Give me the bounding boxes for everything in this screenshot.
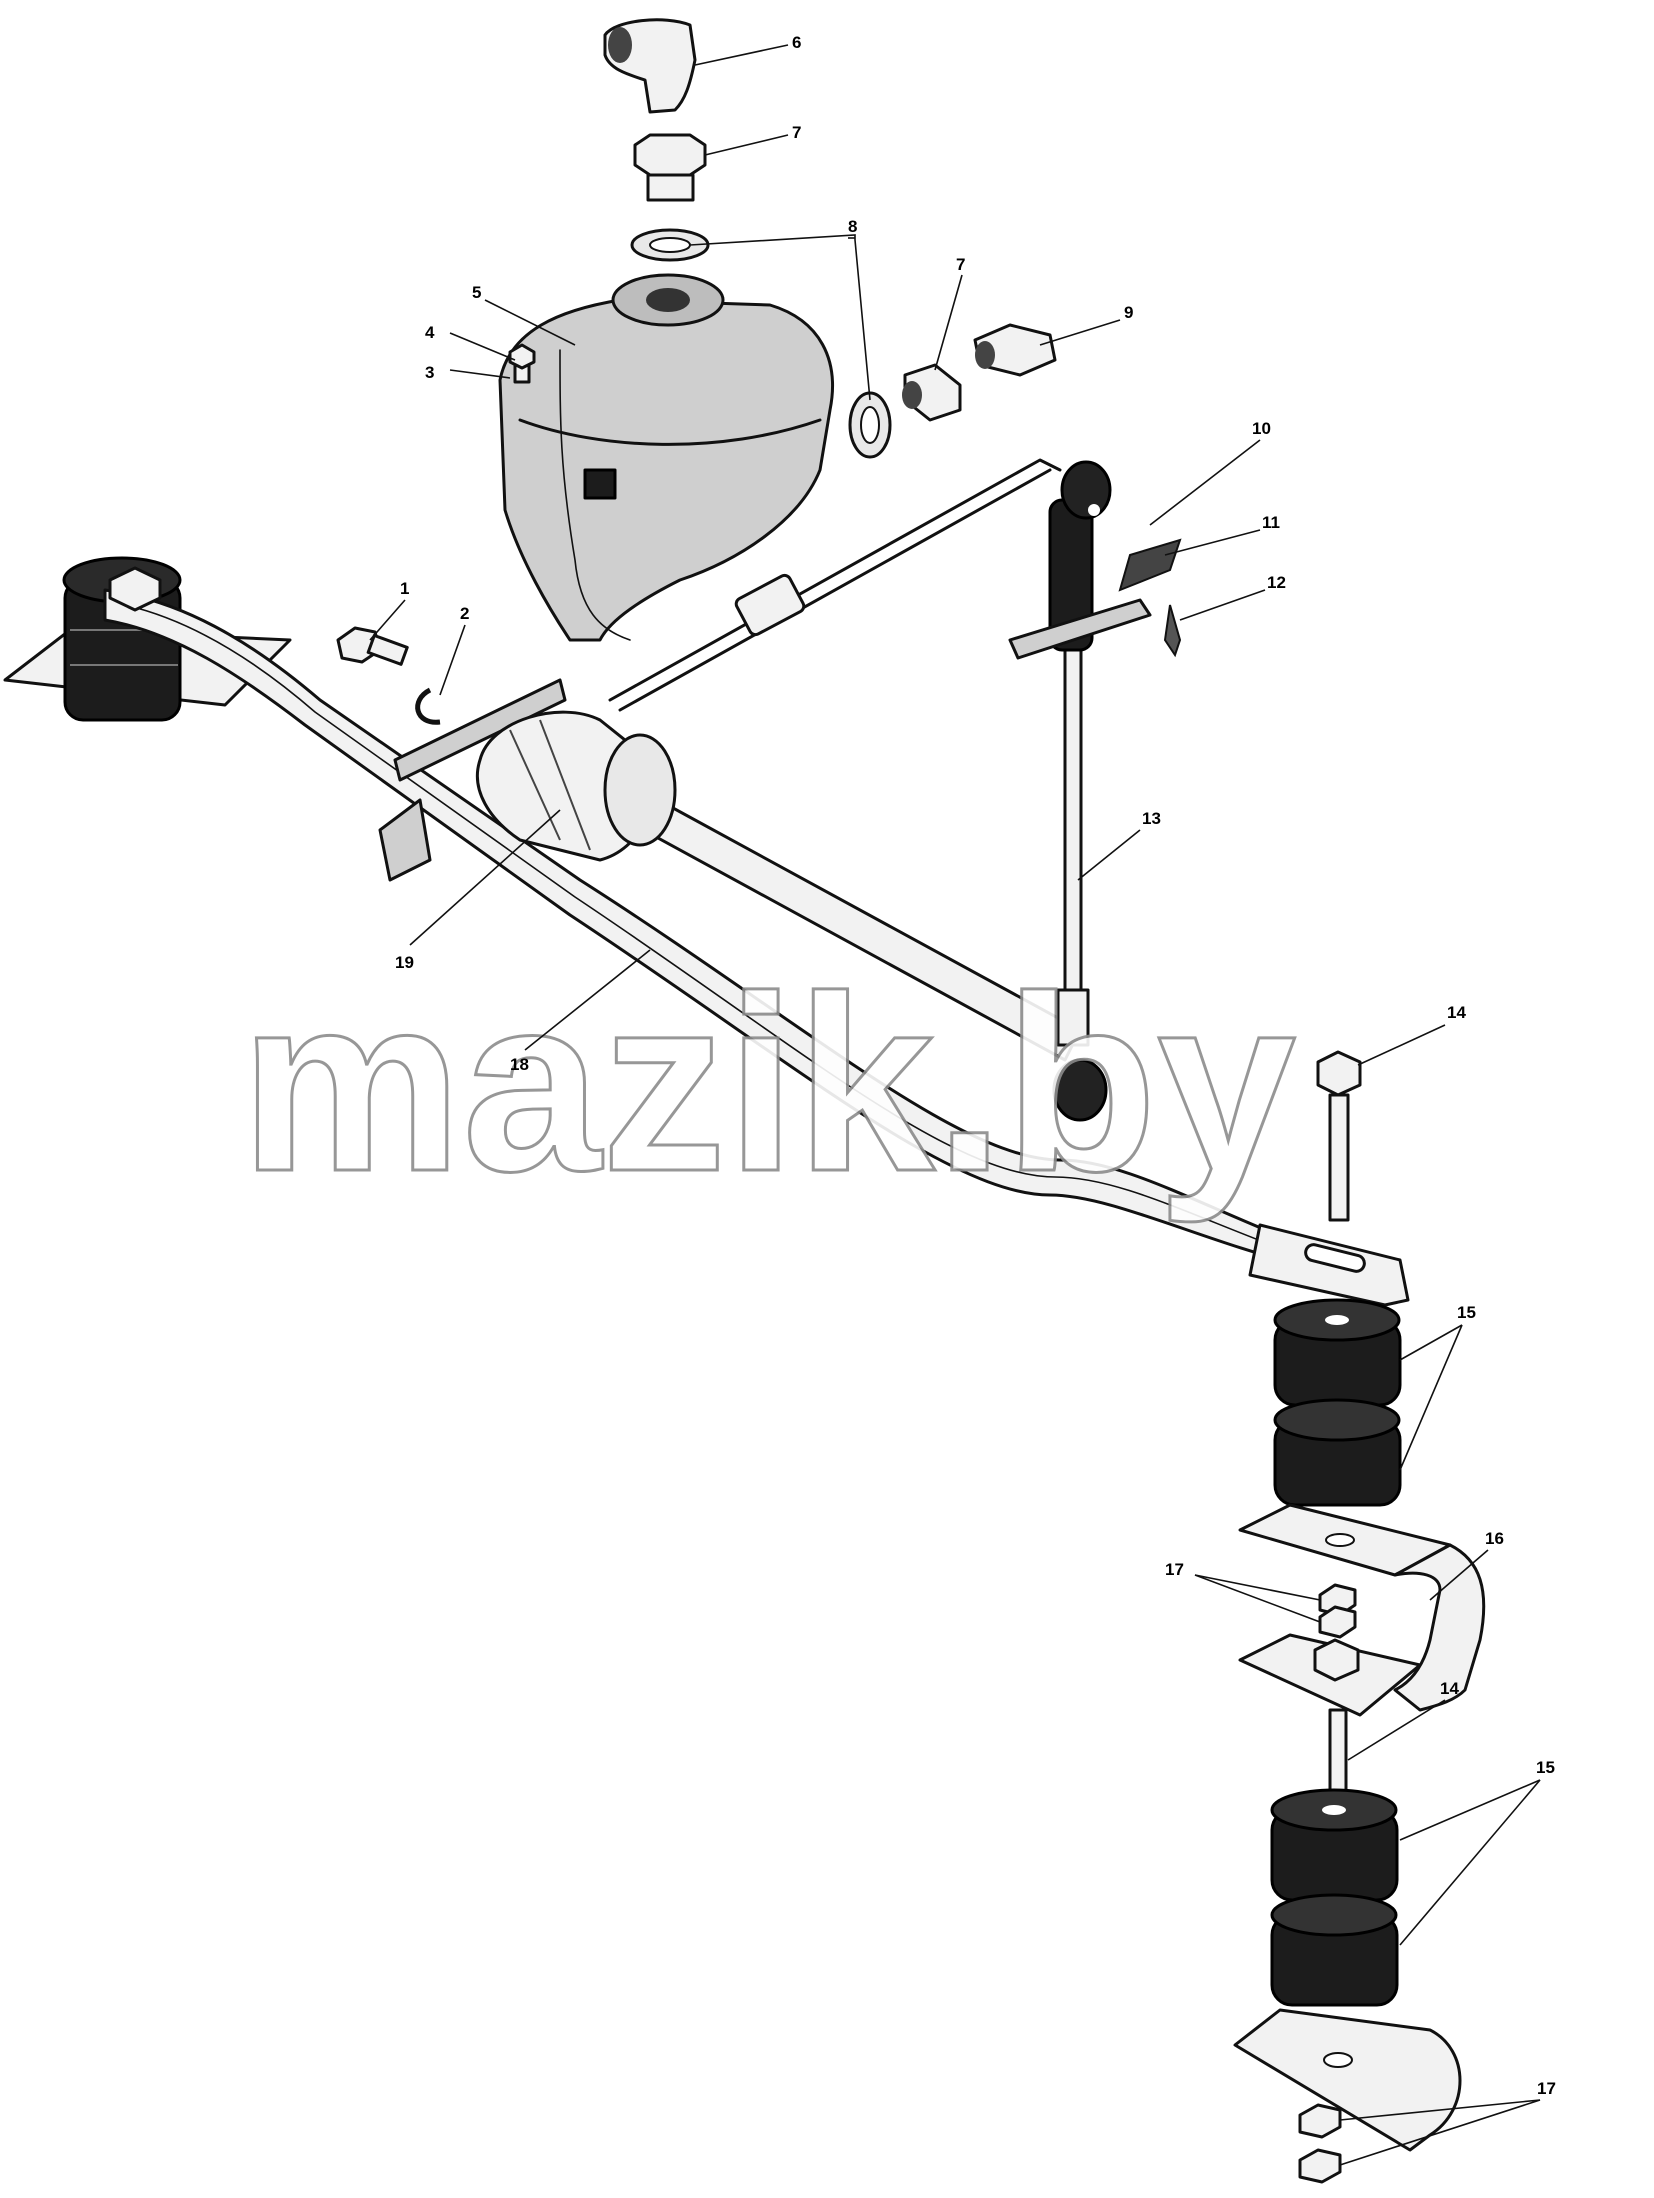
valve-stud (508, 343, 536, 384)
elbow-fitting (603, 18, 697, 114)
callout-7-side: 7 (956, 255, 965, 274)
lower-joint (1052, 1058, 1108, 1122)
callout-8: 8 (848, 217, 857, 236)
callout-12: 12 (1267, 573, 1286, 592)
long-bolt (1316, 1050, 1362, 1222)
leader-lines (369, 44, 1541, 2166)
cotter-pin (1163, 604, 1182, 658)
callout-5: 5 (472, 283, 481, 302)
link-rod (1056, 638, 1090, 1047)
rubber-bushing-upper-1 (1273, 1298, 1402, 1407)
callout-15-bottom: 15 (1536, 1758, 1555, 1777)
bracket-bolt-head (1313, 1638, 1360, 1682)
lower-mount-plate (1233, 2008, 1462, 2152)
mounting-bracket (378, 678, 567, 882)
valve-body (498, 273, 834, 642)
callout-19: 19 (395, 953, 414, 972)
callout-16: 16 (1485, 1529, 1504, 1548)
callout-14-top: 14 (1447, 1003, 1466, 1022)
callout-labels: 1 2 3 4 5 6 7 7 8 9 10 11 12 13 14 14 15… (395, 33, 1556, 2098)
callout-18: 18 (510, 1055, 529, 1074)
rubber-bushing-lower-2 (1270, 1893, 1399, 2007)
callout-7-top: 7 (792, 123, 801, 142)
bracket-nut-pair (1318, 1583, 1357, 1639)
left-bar-end-bolt (108, 566, 162, 612)
watermark: mazik.by (240, 944, 1296, 1223)
callout-10: 10 (1252, 419, 1271, 438)
washer-side (848, 391, 892, 459)
callout-14-bottom: 14 (1440, 1679, 1459, 1698)
washer-top (630, 228, 710, 262)
callout-6: 6 (792, 33, 801, 52)
callout-17-top: 17 (1165, 1560, 1184, 1579)
callout-1: 1 (400, 579, 409, 598)
callout-3: 3 (425, 363, 434, 382)
callout-11: 11 (1262, 513, 1280, 532)
rubber-bushing-lower-1 (1270, 1788, 1399, 1902)
hex-nipple-top (633, 133, 707, 202)
bolt-small (336, 626, 409, 666)
clamp-bushing (475, 710, 677, 862)
lock-clip (1118, 538, 1182, 592)
hex-nipple-side (902, 363, 962, 422)
callout-2: 2 (460, 604, 469, 623)
rubber-bushing-upper-2 (1273, 1398, 1402, 1507)
callout-13: 13 (1142, 809, 1161, 828)
callout-9: 9 (1124, 303, 1133, 322)
callout-4: 4 (425, 323, 435, 342)
union-fitting (973, 323, 1057, 377)
bottom-nuts (1298, 2103, 1342, 2184)
spring-ring (415, 687, 441, 725)
callout-15-top: 15 (1457, 1303, 1476, 1322)
upper-rubber-joint (1048, 460, 1112, 652)
callout-17-bottom: 17 (1537, 2079, 1556, 2098)
clamp-plate (1008, 598, 1152, 660)
valve-lever-rod (608, 458, 1062, 712)
